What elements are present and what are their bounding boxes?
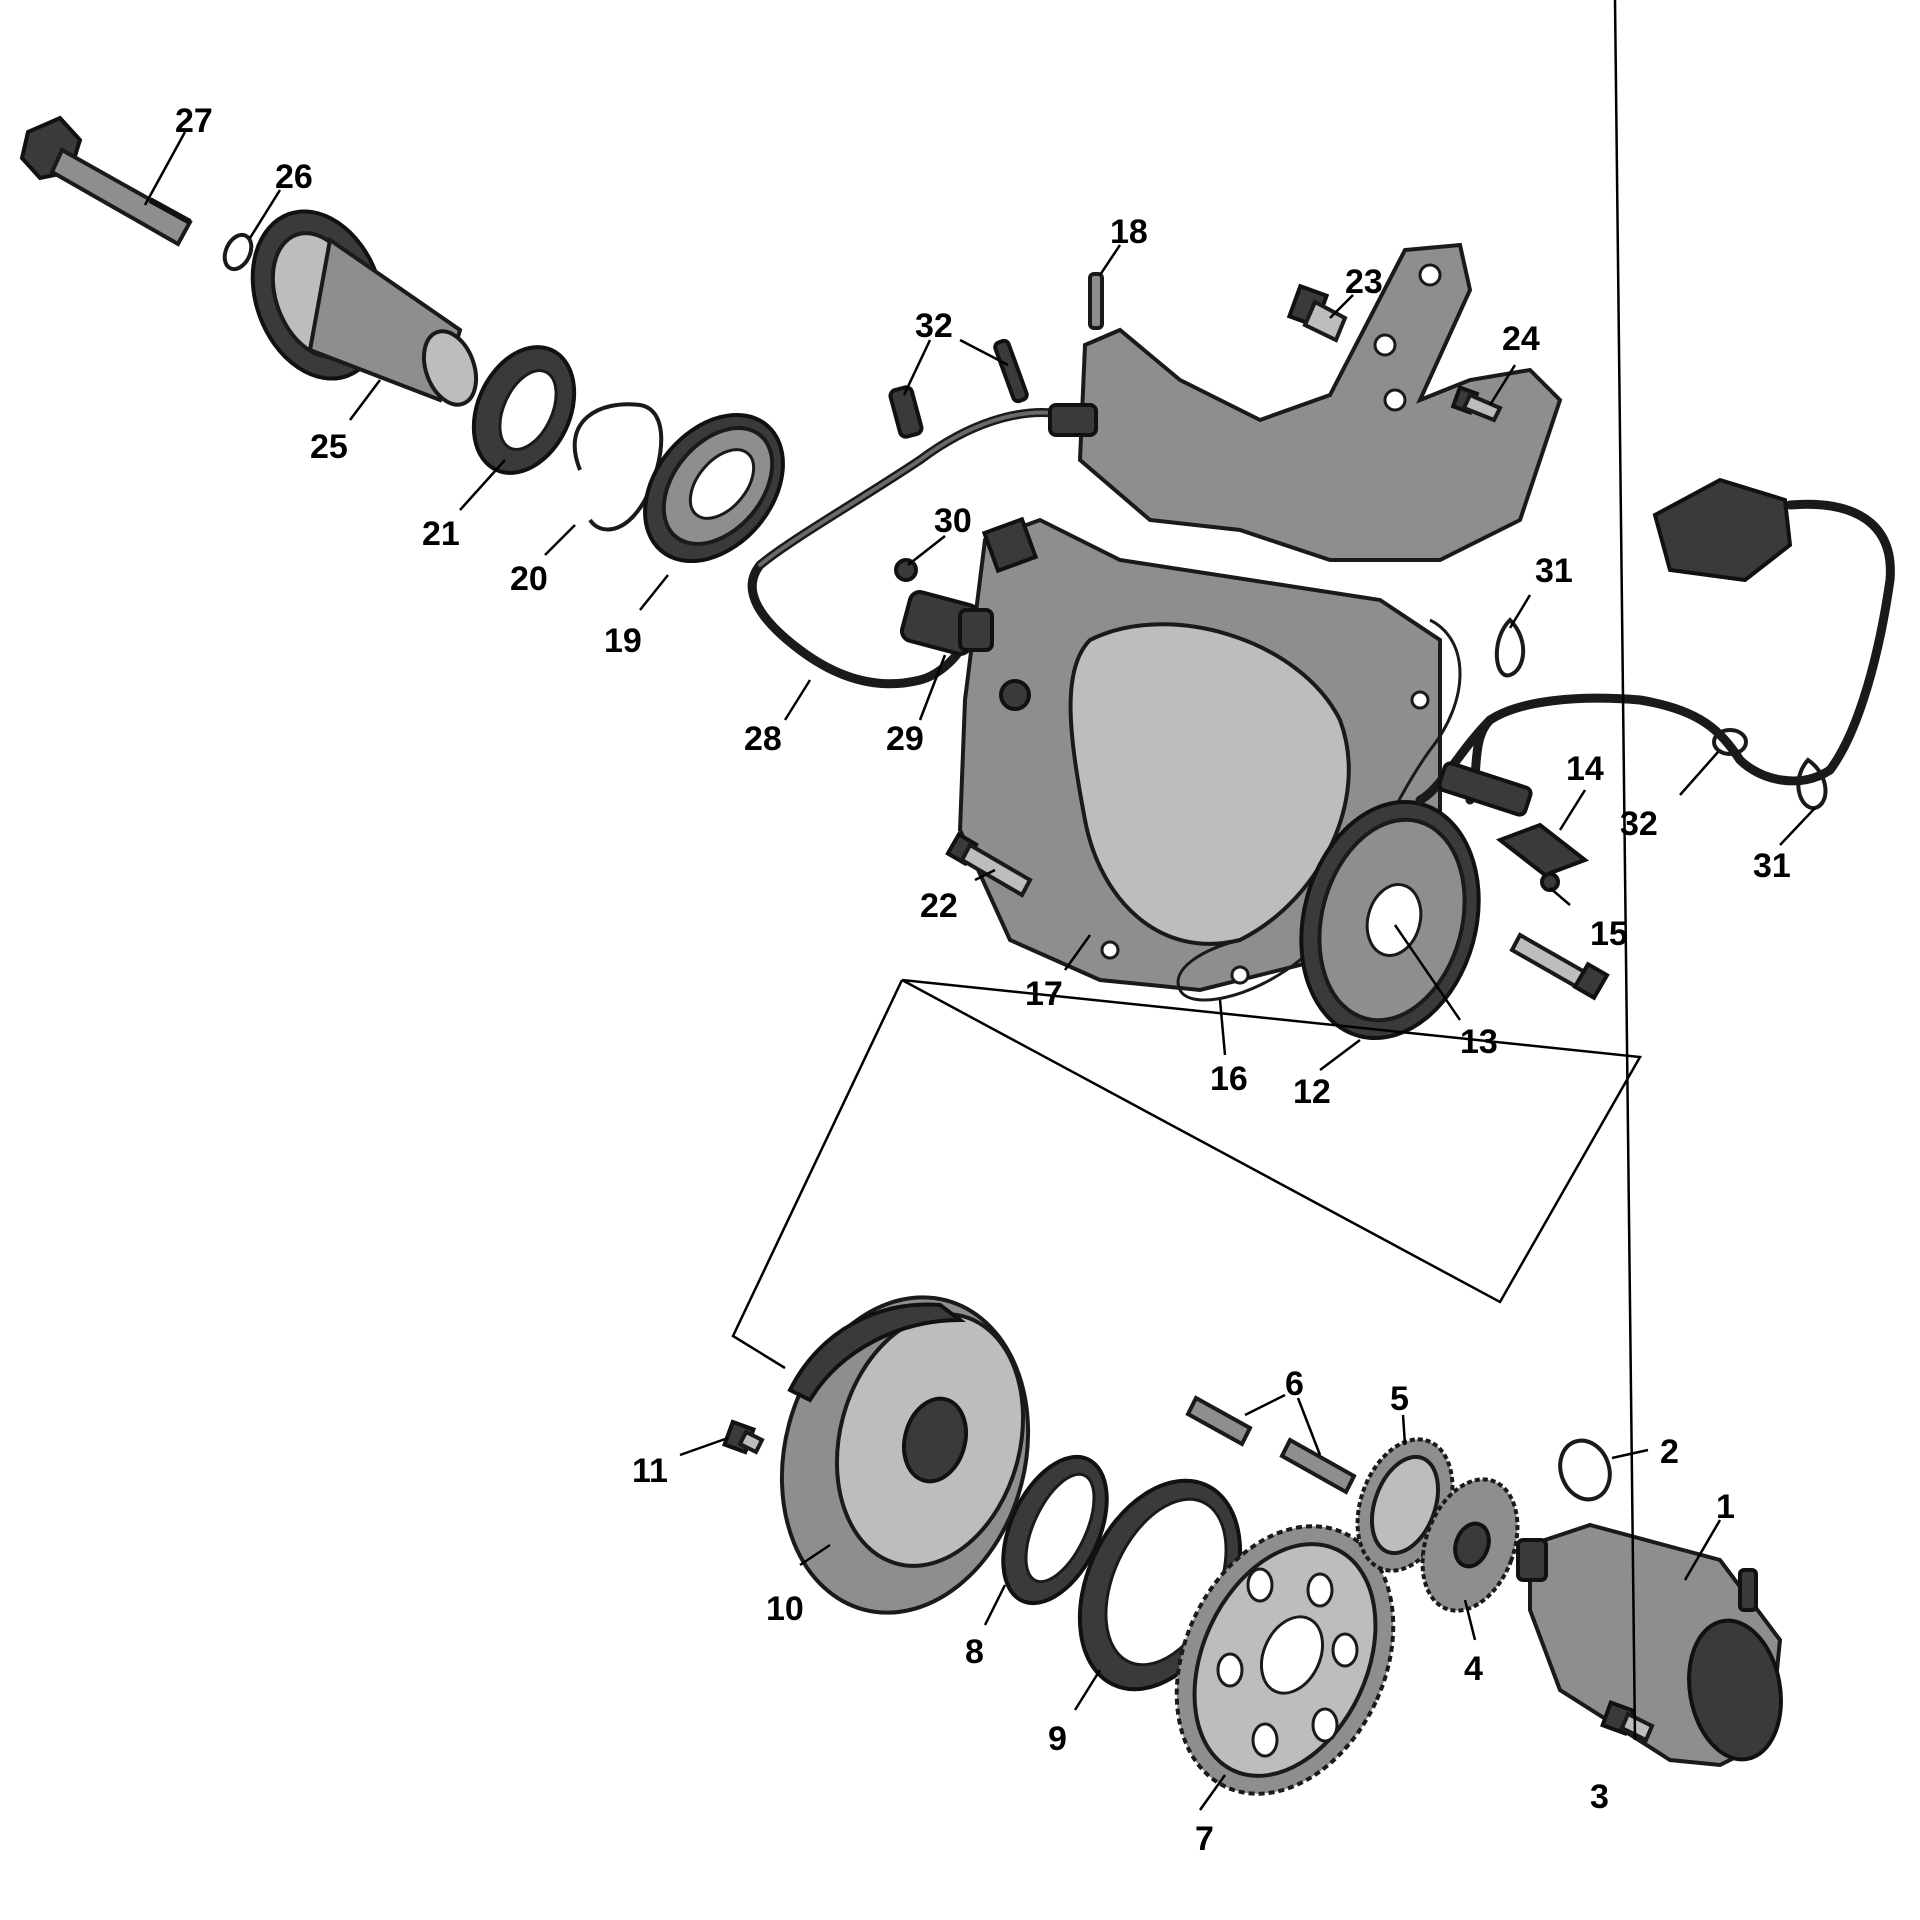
callout-7: 7 — [1195, 1820, 1214, 1858]
callout-labels: 27 26 25 21 20 19 18 32 23 24 30 31 28 2… — [175, 102, 1791, 1858]
callout-21: 21 — [422, 515, 460, 553]
callout-32-right: 32 — [1620, 805, 1658, 843]
callout-13: 13 — [1460, 1023, 1498, 1061]
callout-31-bottom: 31 — [1753, 847, 1791, 885]
callout-24: 24 — [1502, 320, 1540, 358]
leader-lines — [143, 0, 1816, 1811]
exploded-view-bracket — [731, 979, 904, 1370]
callout-30: 30 — [934, 502, 972, 540]
part-18-dowel[interactable] — [1088, 272, 1104, 330]
callout-17: 17 — [1025, 975, 1063, 1013]
callout-20: 20 — [510, 560, 548, 598]
callout-14: 14 — [1566, 750, 1604, 788]
part-29-sensor[interactable] — [899, 590, 994, 656]
callout-16: 16 — [1210, 1060, 1248, 1098]
part-7-gear[interactable] — [1135, 1491, 1435, 1829]
part-26-oring[interactable] — [220, 231, 257, 274]
callout-10: 10 — [766, 1590, 804, 1628]
callout-1: 1 — [1716, 1488, 1735, 1526]
part-8-bearing[interactable] — [982, 1441, 1128, 1620]
part-6-pins[interactable] — [1185, 1395, 1357, 1495]
part-15-screw[interactable] — [1540, 872, 1560, 892]
part-21-seal[interactable] — [454, 331, 593, 490]
part-28-sensor-harness[interactable] — [747, 403, 1098, 689]
callout-12: 12 — [1293, 1073, 1331, 1111]
callout-5: 5 — [1390, 1380, 1409, 1418]
part-10-rotor[interactable] — [748, 1269, 1063, 1640]
callout-32-top: 32 — [915, 307, 953, 345]
part-1-starter[interactable] — [1516, 1522, 1791, 1768]
part-25-hub[interactable] — [230, 193, 485, 412]
callout-23: 23 — [1345, 263, 1383, 301]
part-3-bolt[interactable] — [1600, 1700, 1655, 1743]
callout-22: 22 — [920, 887, 958, 925]
part-24-bolt[interactable] — [1450, 384, 1503, 423]
part-27-bolt[interactable] — [19, 115, 193, 247]
callout-25: 25 — [310, 428, 348, 466]
callout-26: 26 — [275, 158, 313, 196]
part-12-stator[interactable] — [1276, 782, 1504, 1058]
part-32-clip-top[interactable] — [888, 338, 1029, 439]
part-32-ring-right[interactable] — [1712, 728, 1748, 756]
part-19-bearing[interactable] — [617, 388, 811, 588]
callout-27: 27 — [175, 102, 213, 140]
callout-6: 6 — [1285, 1365, 1304, 1403]
callout-19: 19 — [604, 622, 642, 660]
callout-15: 15 — [1590, 915, 1628, 953]
callout-4: 4 — [1464, 1650, 1483, 1688]
callout-28: 28 — [744, 720, 782, 758]
part-4-gear[interactable] — [1405, 1466, 1534, 1624]
part-13-bolt[interactable] — [1509, 932, 1610, 1001]
part-14-clamp[interactable] — [1495, 822, 1590, 878]
main-wire-harness[interactable] — [1415, 477, 1895, 817]
callout-2: 2 — [1660, 1433, 1679, 1471]
callout-31-top: 31 — [1535, 552, 1573, 590]
callout-3: 3 — [1590, 1778, 1609, 1816]
part-20-circlip[interactable] — [572, 402, 664, 532]
part-30-screw[interactable] — [894, 558, 918, 582]
callout-11: 11 — [632, 1452, 668, 1490]
part-31-tie-top[interactable] — [1494, 617, 1526, 678]
engine-bracket — [1077, 242, 1563, 562]
callout-29: 29 — [886, 720, 924, 758]
callout-18: 18 — [1110, 213, 1148, 251]
part-2-oring[interactable] — [1552, 1434, 1618, 1507]
part-11-screw[interactable] — [721, 1419, 765, 1455]
callout-9: 9 — [1048, 1720, 1067, 1758]
callout-8: 8 — [965, 1633, 984, 1671]
part-22-bolt[interactable] — [945, 831, 1033, 898]
